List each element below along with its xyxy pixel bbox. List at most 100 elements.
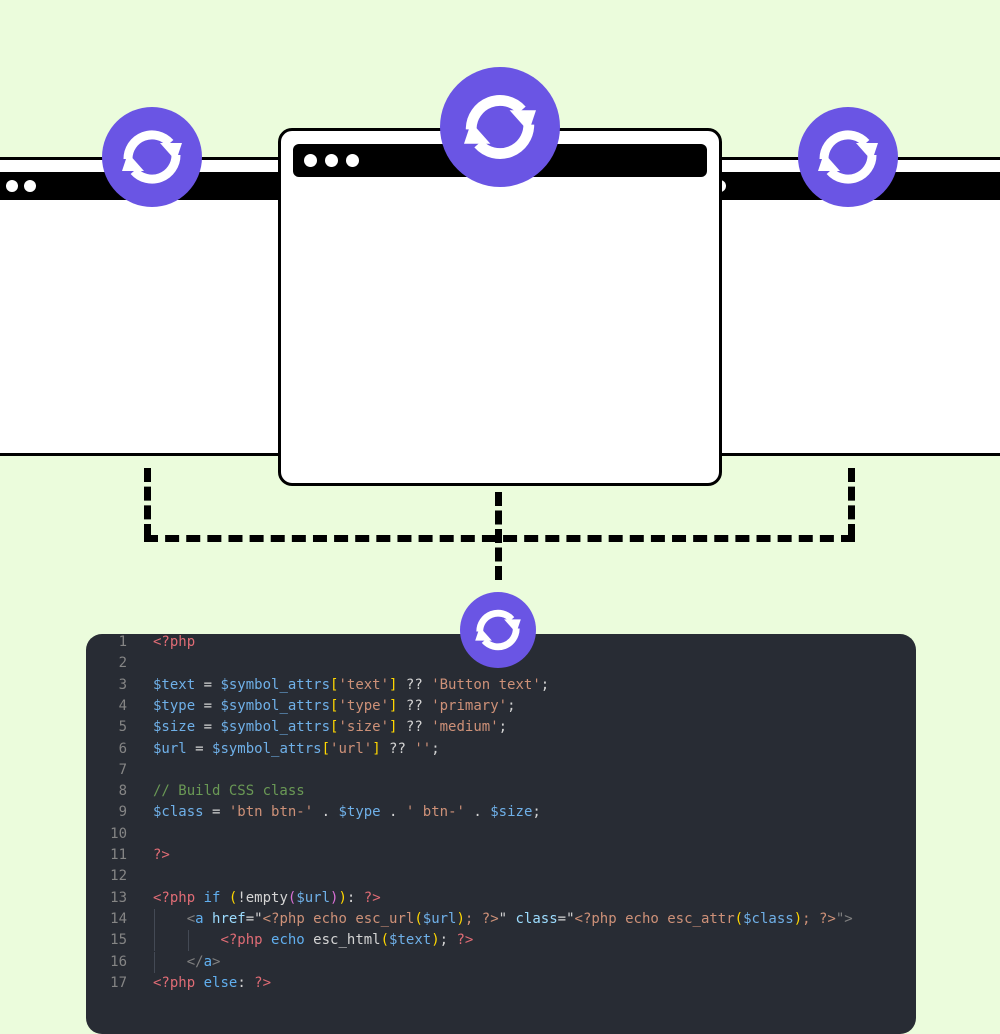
code-token: ] xyxy=(389,719,398,736)
code-token: ) xyxy=(793,910,803,927)
window-dot xyxy=(24,180,36,192)
code-token: ( xyxy=(734,910,744,927)
code-token: if xyxy=(195,889,229,906)
code-token: ) xyxy=(330,889,339,906)
line-number: 10 xyxy=(110,825,127,842)
code-token: ] xyxy=(389,676,398,693)
code-token: ; xyxy=(540,676,550,693)
code-token: $text xyxy=(153,676,196,693)
line-number: 1 xyxy=(118,634,127,650)
connector-line xyxy=(848,468,855,538)
code-token: $url xyxy=(296,889,331,906)
code-token: ( xyxy=(380,932,390,949)
code-token: : xyxy=(237,974,255,991)
code-token: $symbol_attrs xyxy=(220,719,331,736)
code-token: ) xyxy=(338,889,347,906)
code-token: <?php xyxy=(153,889,196,906)
code-token: $url xyxy=(153,740,187,757)
connector-line xyxy=(144,468,151,538)
code-token: [ xyxy=(330,719,339,736)
code-token: ?? xyxy=(397,719,432,736)
line-number: 4 xyxy=(118,697,127,714)
window-dot xyxy=(346,154,359,167)
code-token: </ xyxy=(186,953,204,970)
code-token: echo xyxy=(262,932,314,949)
code-token: // Build CSS class xyxy=(153,783,305,800)
code-token: . xyxy=(464,804,491,821)
code-token: 'url' xyxy=(330,740,373,757)
sync-icon xyxy=(102,107,202,207)
window-dot xyxy=(325,154,338,167)
code-token: = xyxy=(195,697,221,714)
code-token: href xyxy=(203,910,246,927)
line-number: 2 xyxy=(118,655,127,672)
code-token: 'text' xyxy=(338,676,390,693)
line-number: 11 xyxy=(110,847,127,863)
line-number: 6 xyxy=(118,740,127,757)
line-number: 14 xyxy=(110,910,127,927)
code-token: 'btn btn-' xyxy=(228,804,314,821)
code-token: : xyxy=(346,889,364,906)
code-token: ( xyxy=(228,889,238,906)
code-token: '' xyxy=(414,740,432,757)
line-number: 5 xyxy=(118,719,127,736)
code-token: . xyxy=(313,804,339,821)
code-token: ; xyxy=(431,740,440,757)
code-token: <?php xyxy=(153,634,196,650)
code-token: =" xyxy=(245,910,263,927)
code-token: <?php xyxy=(153,974,196,991)
code-token: $size xyxy=(490,804,533,821)
code-token: a xyxy=(203,953,213,970)
line-number: 9 xyxy=(118,804,127,821)
code-token: ' btn-' xyxy=(405,804,465,821)
code-token: a xyxy=(195,910,204,927)
connector-line xyxy=(495,492,502,580)
code-token: $symbol_attrs xyxy=(220,676,331,693)
code-token: =" xyxy=(557,910,575,927)
code-token: $text xyxy=(389,932,432,949)
code-token: ?? xyxy=(397,697,432,714)
code-token: [ xyxy=(330,676,339,693)
code-token: 'primary' xyxy=(431,697,508,714)
code-token: $class xyxy=(743,910,794,927)
code-token: . xyxy=(380,804,406,821)
line-number: 16 xyxy=(110,953,127,970)
line-number: 15 xyxy=(110,932,127,949)
browser-window-right xyxy=(714,157,1000,456)
code-token: ; ?> xyxy=(464,910,499,927)
code-token: 'type' xyxy=(338,697,390,714)
code-token: $symbol_attrs xyxy=(212,740,322,757)
window-dot xyxy=(6,180,18,192)
code-token: "> xyxy=(835,910,853,927)
code-token: ; xyxy=(498,719,508,736)
code-token: ; xyxy=(439,932,457,949)
indent-guide xyxy=(154,930,155,952)
code-token: <?php echo esc_url xyxy=(262,910,415,927)
code-token: 'Button text' xyxy=(431,676,541,693)
line-number: 12 xyxy=(110,868,127,885)
window-dot xyxy=(304,154,317,167)
code-token: ?> xyxy=(456,932,474,949)
code-token: ?? xyxy=(380,740,415,757)
sync-icon xyxy=(440,67,560,187)
code-token: ?? xyxy=(397,676,432,693)
indent-guide xyxy=(154,908,155,931)
code-token: ; ?> xyxy=(802,910,836,927)
code-token: < xyxy=(186,910,196,927)
code-token: else xyxy=(195,974,238,991)
sync-icon xyxy=(798,107,898,207)
sync-icon xyxy=(460,592,536,668)
code-token: ) xyxy=(431,932,440,949)
code-token: = xyxy=(186,740,213,757)
code-token: ?> xyxy=(254,974,272,991)
line-number: 8 xyxy=(118,783,127,800)
code-token: ] xyxy=(389,697,398,714)
code-token: $url xyxy=(422,910,457,927)
code-token: [ xyxy=(330,697,339,714)
code-token: 'size' xyxy=(338,719,390,736)
code-token: ; xyxy=(532,804,541,821)
code-token: $symbol_attrs xyxy=(220,697,331,714)
code-token: ; xyxy=(507,697,516,714)
code-token: $type xyxy=(153,697,196,714)
